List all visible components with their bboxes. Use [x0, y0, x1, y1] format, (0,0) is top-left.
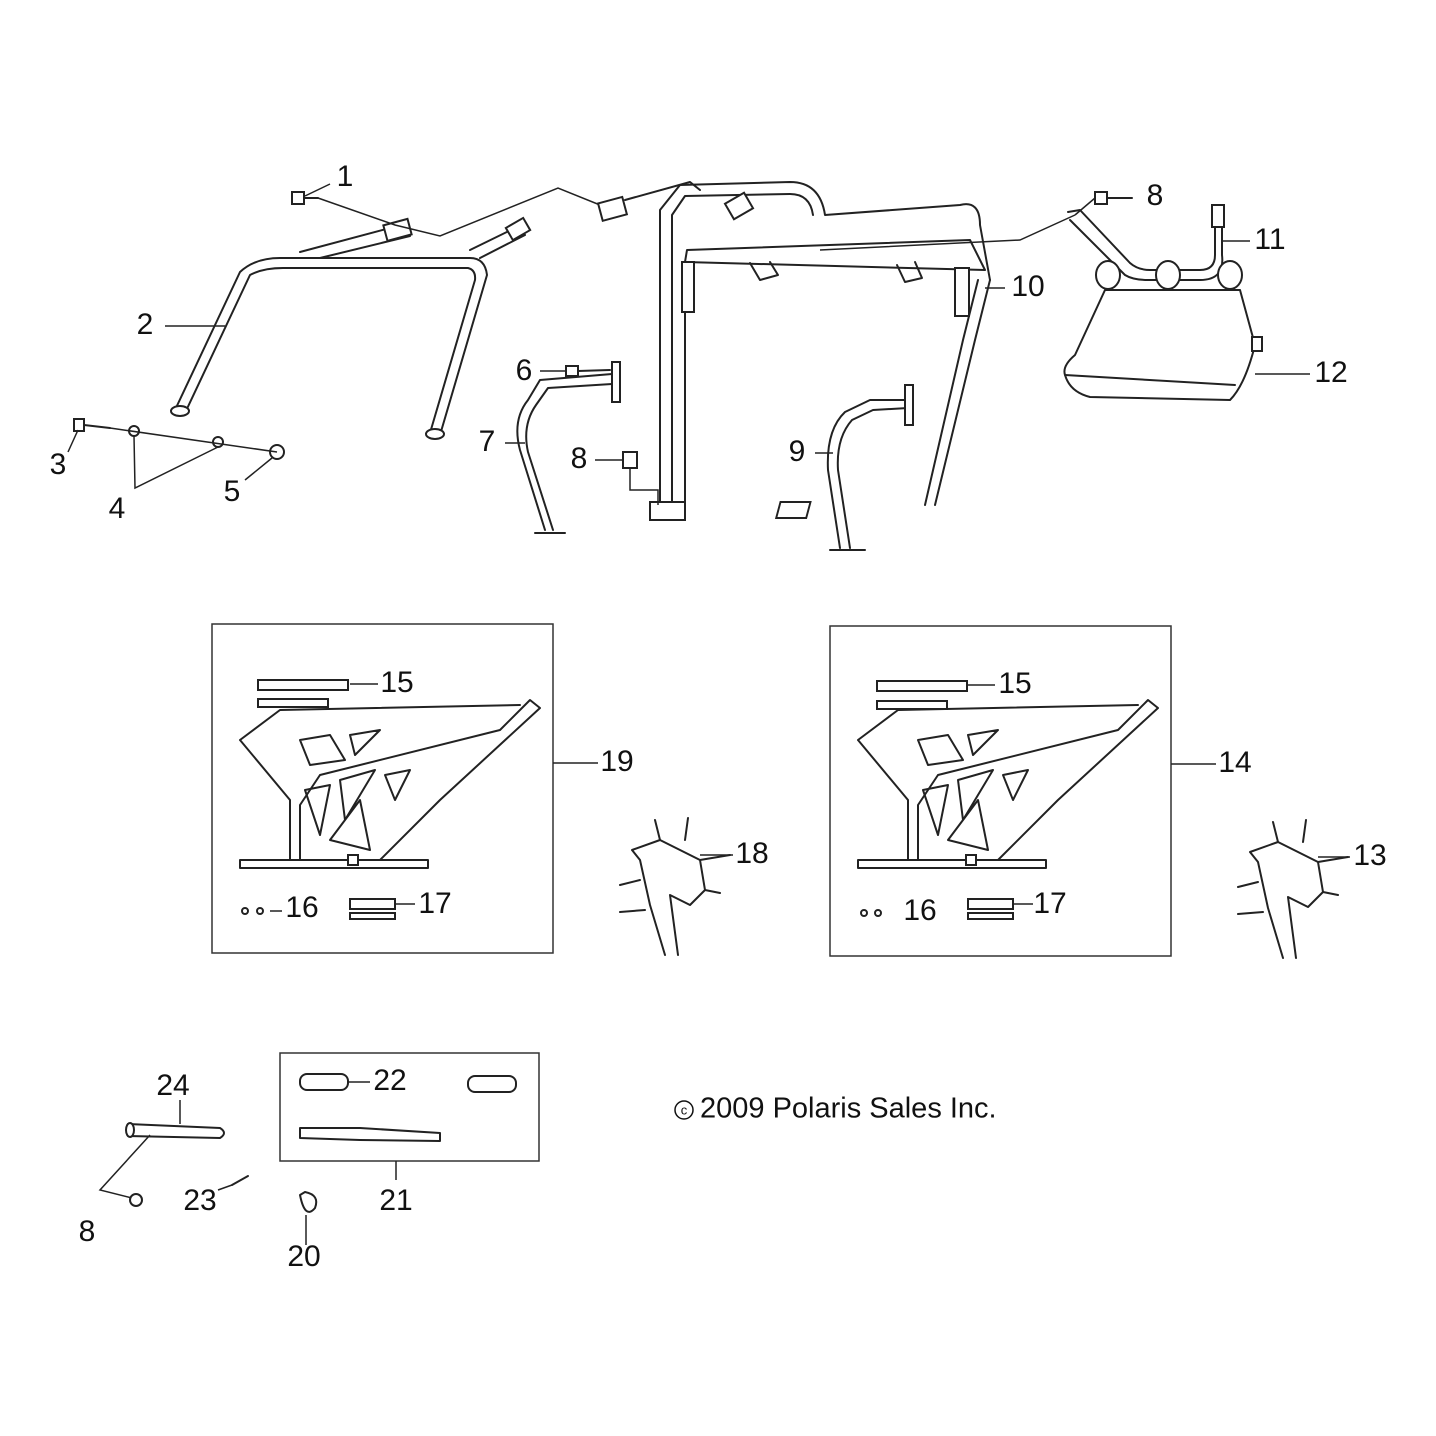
callout-16-right: 16 [903, 894, 936, 927]
kit-box-14 [829, 625, 1172, 957]
callout-18: 18 [735, 837, 768, 870]
part-brace-9 [826, 384, 914, 551]
callout-15-left: 15 [380, 666, 413, 699]
part-hardware-3-4-5 [73, 418, 285, 490]
callout-21: 21 [379, 1184, 412, 1217]
callout-22: 22 [373, 1064, 406, 1097]
callout-1: 1 [337, 160, 354, 193]
part-bolt-1 [291, 191, 319, 205]
copyright-notice: c 2009 Polaris Sales Inc. [674, 1093, 997, 1125]
callout-19: 19 [600, 745, 633, 778]
callout-16-left: 16 [285, 891, 318, 924]
callout-10: 10 [1011, 270, 1044, 303]
callout-12: 12 [1314, 356, 1347, 389]
callout-4: 4 [109, 492, 126, 525]
callout-9: 9 [789, 435, 806, 468]
part-front-roll-bar [170, 216, 532, 440]
copyright-circle-icon [674, 1100, 694, 1120]
callout-5: 5 [224, 475, 241, 508]
callout-24: 24 [156, 1069, 189, 1102]
callout-17-right: 17 [1033, 887, 1066, 920]
callout-8-top: 8 [1147, 179, 1164, 212]
callout-8-bottom: 8 [79, 1215, 96, 1248]
part-bracket-18 [619, 817, 733, 956]
part-door-frame-14 [857, 680, 1216, 920]
copyright-text: 2009 Polaris Sales Inc. [700, 1093, 997, 1125]
callout-8: 8 [571, 442, 588, 475]
part-brace-7 [516, 361, 621, 534]
callout-23: 23 [183, 1184, 216, 1217]
leader-lines [67, 183, 1310, 481]
callout-labels: 1 2 3 4 5 6 7 8 9 10 8 11 12 15 19 18 16… [50, 160, 1387, 1273]
part-door-frame-19 [239, 679, 598, 920]
part-grips-22 [299, 1073, 517, 1180]
callout-2: 2 [137, 308, 154, 341]
part-bag-12 [1063, 260, 1263, 401]
callout-14: 14 [1218, 746, 1251, 779]
callout-6: 6 [516, 354, 533, 387]
callout-17-left: 17 [418, 887, 451, 920]
callout-20: 20 [287, 1240, 320, 1273]
part-bracket-13 [1237, 819, 1350, 959]
part-main-cab-frame [596, 181, 1076, 521]
callout-7: 7 [479, 425, 496, 458]
callout-15-right: 15 [998, 667, 1031, 700]
callout-11: 11 [1254, 223, 1285, 256]
part-handle-24 [98, 1100, 318, 1245]
kit-box-19 [211, 623, 554, 954]
kit-box-21 [279, 1052, 540, 1162]
copyright-symbol: c [681, 1102, 688, 1117]
callout-3: 3 [50, 448, 67, 481]
callout-13: 13 [1353, 839, 1386, 872]
